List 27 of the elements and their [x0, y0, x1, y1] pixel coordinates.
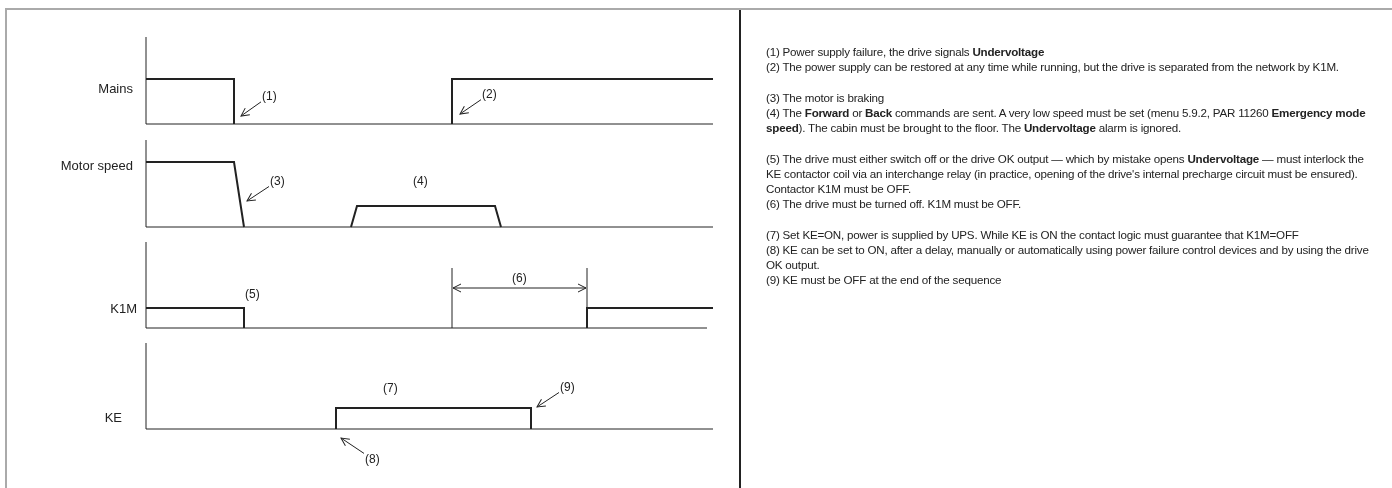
callout-number: (8): [365, 452, 380, 466]
leader-line: [536, 392, 560, 408]
note-text: (4) The Forward or Back commands are sent. A very low speed must be set (menu 5.9.2, PAR 11260 Emergency mode speed). The cabin must be brought to the floor. The Undervoltage alarm is ignored.: [766, 105, 1367, 135]
leader-line: [459, 99, 482, 115]
signal-name: KE: [104, 410, 122, 425]
callout-number: (3): [270, 174, 285, 188]
note-text: (7) Set KE=ON, power is supplied by UPS. While KE is ON the contact logic must guarantee that K1M=OFF: [766, 227, 1300, 242]
note-text: (6) The drive must be turned off. K1M must be OFF.: [766, 196, 1023, 211]
note-text: (5) The drive must either switch off or the drive OK output — which by mistake opens Undervoltage — must interlock the KE contactor coil via an interchange relay (in practice, opening of the drive's internal precharge circuit must be ensured). Contactor K1M must be OFF.: [766, 151, 1365, 196]
note-text: (2) The power supply can be restored at any time while running, but the drive is separated from the network by K1M.: [766, 59, 1340, 74]
callout-number: (1): [262, 89, 277, 103]
signal-name: K1M: [110, 301, 137, 316]
leader-line: [340, 437, 365, 454]
note-text: (3) The motor is braking: [766, 90, 886, 105]
note-text: (9) KE must be OFF at the end of the sequence: [766, 272, 1003, 287]
callout-number: (9): [560, 380, 575, 394]
signal-name: Mains: [98, 81, 133, 96]
leader-line: [240, 101, 262, 117]
callout-number: (7): [383, 381, 398, 395]
leader-line: [246, 186, 270, 202]
callout-number: (6): [512, 271, 527, 285]
callout-number: (2): [482, 87, 497, 101]
note-text: (1) Power supply failure, the drive signals Undervoltage: [766, 44, 1046, 59]
callout-number: (5): [245, 287, 260, 301]
signal-name: Motor speed: [60, 158, 133, 173]
callout-number: (4): [413, 174, 428, 188]
note-text: (8) KE can be set to ON, after a delay, manually or automatically using power failure control devices and by using the drive OK output.: [766, 242, 1370, 272]
